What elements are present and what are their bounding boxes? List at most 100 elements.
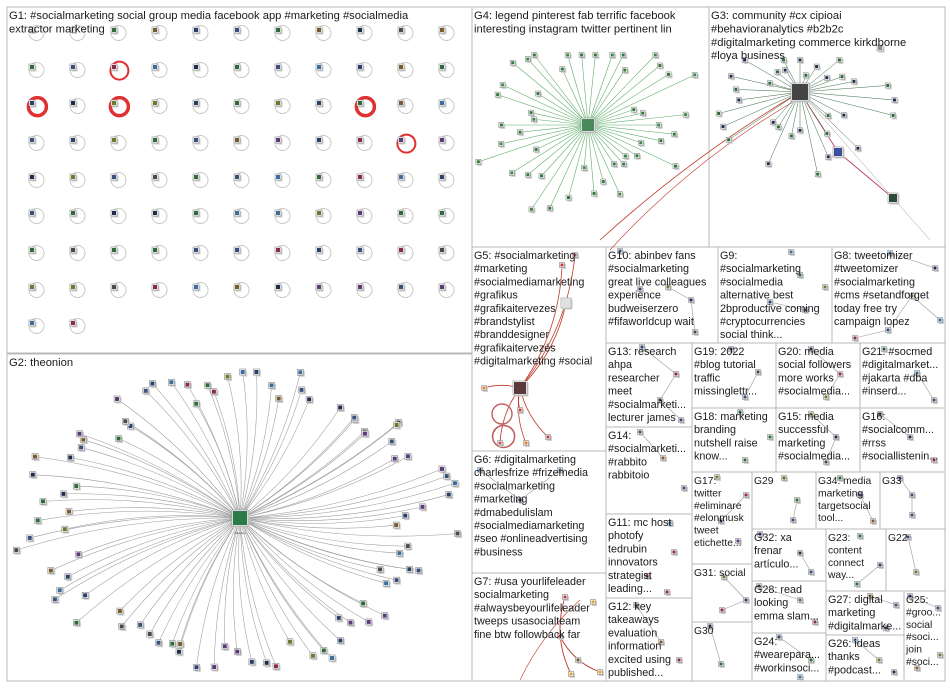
g1-node[interactable] [30, 248, 34, 252]
g4-leaf-node[interactable] [632, 108, 636, 112]
g2-leaf-node[interactable] [147, 632, 152, 637]
g4-leaf-node[interactable] [653, 53, 657, 57]
g4-leaf-node[interactable] [580, 53, 584, 57]
g13-node[interactable] [674, 372, 678, 376]
g3-leaf-node[interactable] [798, 58, 802, 62]
g3-leaf-node[interactable] [804, 73, 808, 77]
g8-node[interactable] [933, 266, 937, 270]
g1-node[interactable] [112, 28, 116, 32]
g1-node[interactable] [235, 211, 239, 215]
g25-node[interactable] [938, 653, 942, 657]
g4-leaf-node[interactable] [510, 171, 514, 175]
g1-node[interactable] [112, 285, 116, 289]
g2-leaf-node[interactable] [194, 401, 199, 406]
g4-leaf-node[interactable] [618, 192, 622, 196]
g19-node[interactable] [756, 370, 760, 374]
g2-leaf-node[interactable] [338, 638, 343, 643]
g1-node[interactable] [112, 175, 116, 179]
g1-node[interactable] [30, 65, 34, 69]
g1-node[interactable] [399, 248, 403, 252]
g4-leaf-node[interactable] [623, 154, 627, 158]
g2-leaf-node[interactable] [235, 649, 240, 654]
g11-node[interactable] [672, 550, 676, 554]
g32-node[interactable] [809, 570, 813, 574]
g14-node[interactable] [661, 456, 665, 460]
g8-node[interactable] [888, 251, 892, 255]
g7-node[interactable] [591, 600, 595, 604]
g1-node[interactable] [71, 101, 75, 105]
g2-leaf-node[interactable] [222, 644, 227, 649]
g1-node[interactable] [194, 175, 198, 179]
g1-node[interactable] [235, 28, 239, 32]
g1-node[interactable] [194, 101, 198, 105]
g5-leaf-node[interactable] [482, 386, 486, 390]
g1-node[interactable] [440, 138, 444, 142]
g2-leaf-node[interactable] [439, 466, 444, 471]
g4-leaf-node[interactable] [592, 191, 596, 195]
g3-leaf-node[interactable] [776, 125, 780, 129]
g4-leaf-node[interactable] [667, 72, 671, 76]
g15-node[interactable] [834, 435, 838, 439]
g3-leaf-node[interactable] [825, 76, 829, 80]
g3-leaf-node[interactable] [825, 132, 829, 136]
g2-leaf-node[interactable] [185, 382, 190, 387]
g14-node[interactable] [638, 430, 642, 434]
g2-leaf-node[interactable] [128, 424, 133, 429]
g1-node[interactable] [30, 138, 34, 142]
g16-node[interactable] [908, 435, 912, 439]
g4-leaf-node[interactable] [566, 196, 570, 200]
g1-node[interactable] [358, 285, 362, 289]
g1-node[interactable] [358, 175, 362, 179]
g1-node[interactable] [153, 101, 157, 105]
g11-node[interactable] [645, 574, 649, 578]
g2-leaf-node[interactable] [77, 431, 82, 436]
g2-leaf-node[interactable] [254, 370, 259, 374]
g3-leaf-node[interactable] [789, 134, 793, 138]
g1-node[interactable] [112, 65, 116, 69]
g29-node[interactable] [795, 498, 799, 502]
g2-leaf-node[interactable] [378, 567, 383, 572]
g2-leaf-node[interactable] [382, 613, 387, 618]
g2-leaf-node[interactable] [394, 578, 399, 583]
g2-leaf-node[interactable] [76, 552, 81, 557]
g2-leaf-node[interactable] [62, 527, 67, 532]
g1-node[interactable] [153, 285, 157, 289]
g4-leaf-node[interactable] [526, 57, 530, 61]
g23-node[interactable] [858, 534, 862, 538]
g15-node[interactable] [824, 460, 828, 464]
g31-node[interactable] [744, 598, 748, 602]
g2-leaf-node[interactable] [81, 437, 86, 442]
g2-leaf-node[interactable] [310, 653, 315, 658]
g1-node[interactable] [112, 248, 116, 252]
g1-node[interactable] [276, 28, 280, 32]
g11-node[interactable] [665, 590, 669, 594]
g1-node[interactable] [276, 101, 280, 105]
g33-node[interactable] [898, 476, 902, 480]
g1-node[interactable] [440, 211, 444, 215]
g3-hub-node-marketingbot[interactable] [889, 194, 897, 202]
g24-node[interactable] [777, 635, 781, 639]
g3-leaf-node[interactable] [826, 155, 830, 159]
g28-node[interactable] [798, 598, 802, 602]
g2-leaf-node[interactable] [194, 665, 199, 670]
g6-node[interactable] [478, 468, 482, 472]
g4-leaf-node[interactable] [612, 162, 616, 166]
g1-node[interactable] [194, 285, 198, 289]
g3-leaf-node[interactable] [826, 114, 830, 118]
g20-node[interactable] [838, 372, 842, 376]
g1-node[interactable] [317, 175, 321, 179]
g1-node[interactable] [399, 175, 403, 179]
g4-leaf-node[interactable] [518, 130, 522, 134]
g34-node[interactable] [858, 493, 862, 497]
g1-node[interactable] [71, 321, 75, 325]
g1-node[interactable] [399, 138, 403, 142]
g1-node[interactable] [440, 248, 444, 252]
g5-node[interactable] [562, 299, 570, 307]
g3-leaf-node[interactable] [734, 87, 738, 91]
g1-node[interactable] [71, 285, 75, 289]
g5-leaf-node[interactable] [518, 408, 522, 412]
g14-node[interactable] [682, 486, 686, 490]
g1-node[interactable] [30, 28, 34, 32]
g2-leaf-node[interactable] [276, 396, 281, 401]
g2-leaf-node[interactable] [61, 491, 66, 496]
